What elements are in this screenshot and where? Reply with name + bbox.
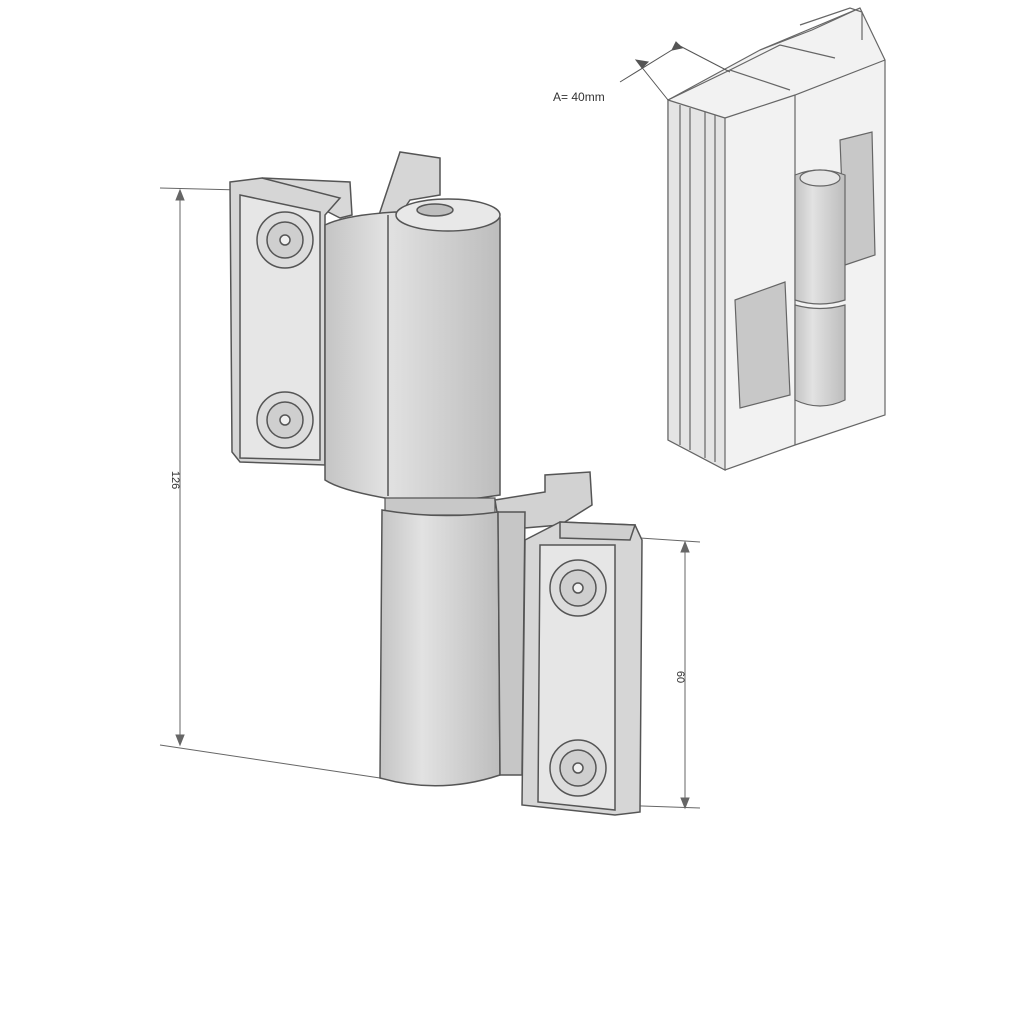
profile-inset <box>667 7 886 471</box>
lower-hinge-leaf <box>521 521 643 816</box>
upper-hinge-leaf <box>229 177 353 466</box>
dimension-126 <box>159 187 381 779</box>
dimension-label-a: A= 40mm <box>553 90 605 104</box>
lower-barrel <box>379 509 526 787</box>
dimension-label-126: 126 <box>169 471 181 489</box>
dimension-a <box>619 41 731 101</box>
upper-barrel <box>324 198 501 502</box>
dimension-label-60: 60 <box>674 671 686 683</box>
